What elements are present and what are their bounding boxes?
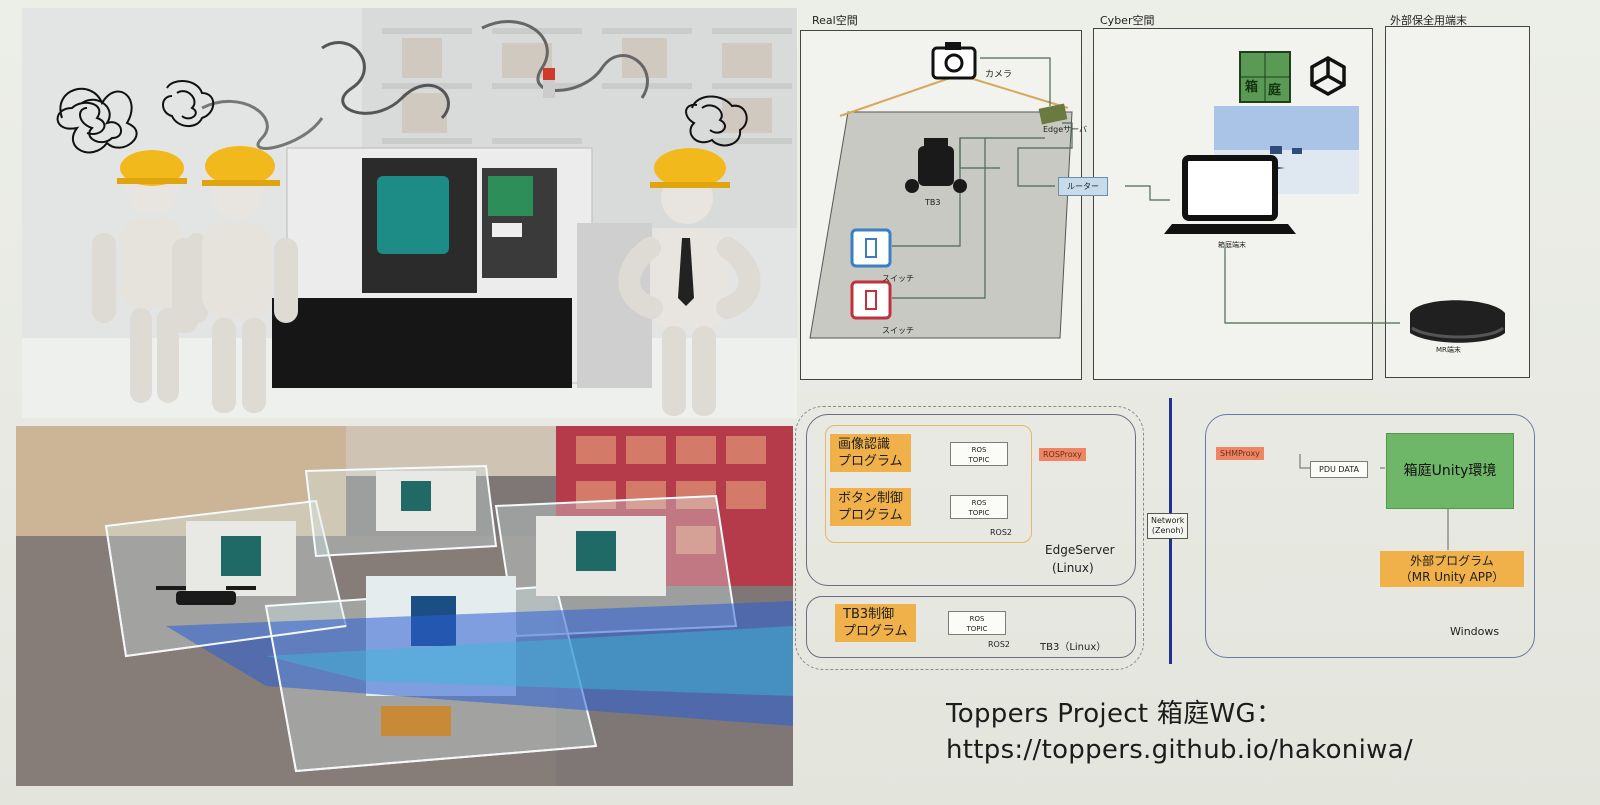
hakoniwa-unity-env: 箱庭Unity環境 (1386, 433, 1514, 509)
terminal-label: 箱庭端末 (1218, 241, 1246, 249)
ros-topic-tb3-1: ROS (969, 615, 985, 623)
prog-tb3-control: TB3制御 プログラム (835, 604, 916, 642)
switch-blue-label: スイッチ (882, 274, 914, 283)
network-zenoh: Network (Zenoh) (1147, 513, 1189, 539)
windows-connections (1299, 454, 1449, 550)
windows-name: Windows (1450, 625, 1500, 638)
edge-label: Edgeサーバ (1043, 125, 1088, 134)
mr-label: MR端末 (1436, 346, 1461, 354)
ros-topic-tb3-2: TOPIC (966, 625, 988, 633)
diagram-connections (809, 42, 1505, 343)
credit-url: https://toppers.github.io/hakoniwa/ (946, 735, 1413, 765)
prog2-line2: プログラム (838, 508, 903, 523)
app-line2: （MR Unity APP） (1399, 570, 1505, 584)
prog1-line1: 画像認識 (838, 437, 891, 452)
prog2-line1: ボタン制御 (838, 491, 904, 506)
header-real: Real空間 (812, 14, 858, 27)
edge-server-box (806, 414, 1136, 586)
external-program: 外部プログラム （MR Unity APP） (1380, 551, 1524, 587)
header-external: 外部保全用端末 (1390, 14, 1467, 27)
windows-box (1205, 414, 1535, 658)
camera-label: カメラ (985, 70, 1013, 80)
tb3-box (806, 596, 1136, 658)
tb3-prog-line2: プログラム (843, 624, 908, 639)
prog-button-control: ボタン制御 プログラム (830, 488, 912, 526)
ros-topic-b-1: ROS (971, 499, 987, 507)
router-box: ルーター (1058, 177, 1108, 196)
network-protocol: (Zenoh) (1151, 526, 1184, 535)
ros-topic-a-2: TOPIC (968, 456, 990, 464)
prog-image-recognition: 画像認識 プログラム (830, 434, 911, 472)
ros-topic-b: ROS TOPIC (950, 495, 1008, 519)
ros-proxy: ROSProxy (1039, 448, 1086, 461)
app-line1: 外部プログラム (1410, 554, 1494, 568)
pdu-data: PDU DATA (1310, 461, 1368, 478)
prog1-line2: プログラム (838, 454, 903, 469)
logo-top-char: 箱 (1245, 80, 1259, 95)
logo-bottom-char: 庭 (1268, 83, 1282, 98)
switch-red-label: スイッチ (882, 326, 914, 335)
ros-topic-a: ROS TOPIC (950, 442, 1008, 466)
factory-illustration (22, 8, 797, 418)
header-cyber: Cyber空間 (1100, 14, 1155, 27)
tb3-ros2-label: ROS2 (988, 640, 1011, 649)
ros-topic-b-2: TOPIC (968, 509, 990, 517)
ros-topic-tb3: ROS TOPIC (948, 611, 1006, 635)
edge-server-os: (Linux) (1052, 561, 1094, 575)
tb3-prog-line1: TB3制御 (843, 607, 895, 622)
ros2-group (825, 425, 1032, 543)
credit-project: Toppers Project 箱庭WG： (946, 699, 1283, 729)
robot-label: TB3 (925, 198, 941, 207)
network-label: Network (1151, 516, 1185, 525)
ros-topic-a-1: ROS (971, 446, 987, 454)
digital-twin-render (16, 426, 793, 786)
tb3-name: TB3（Linux） (1040, 642, 1107, 653)
edge-group-outline (795, 406, 1144, 670)
edge-server-name: EdgeServer (1045, 543, 1115, 557)
edge-ros2-label: ROS2 (990, 528, 1013, 537)
shm-proxy: SHMProxy (1216, 447, 1264, 460)
